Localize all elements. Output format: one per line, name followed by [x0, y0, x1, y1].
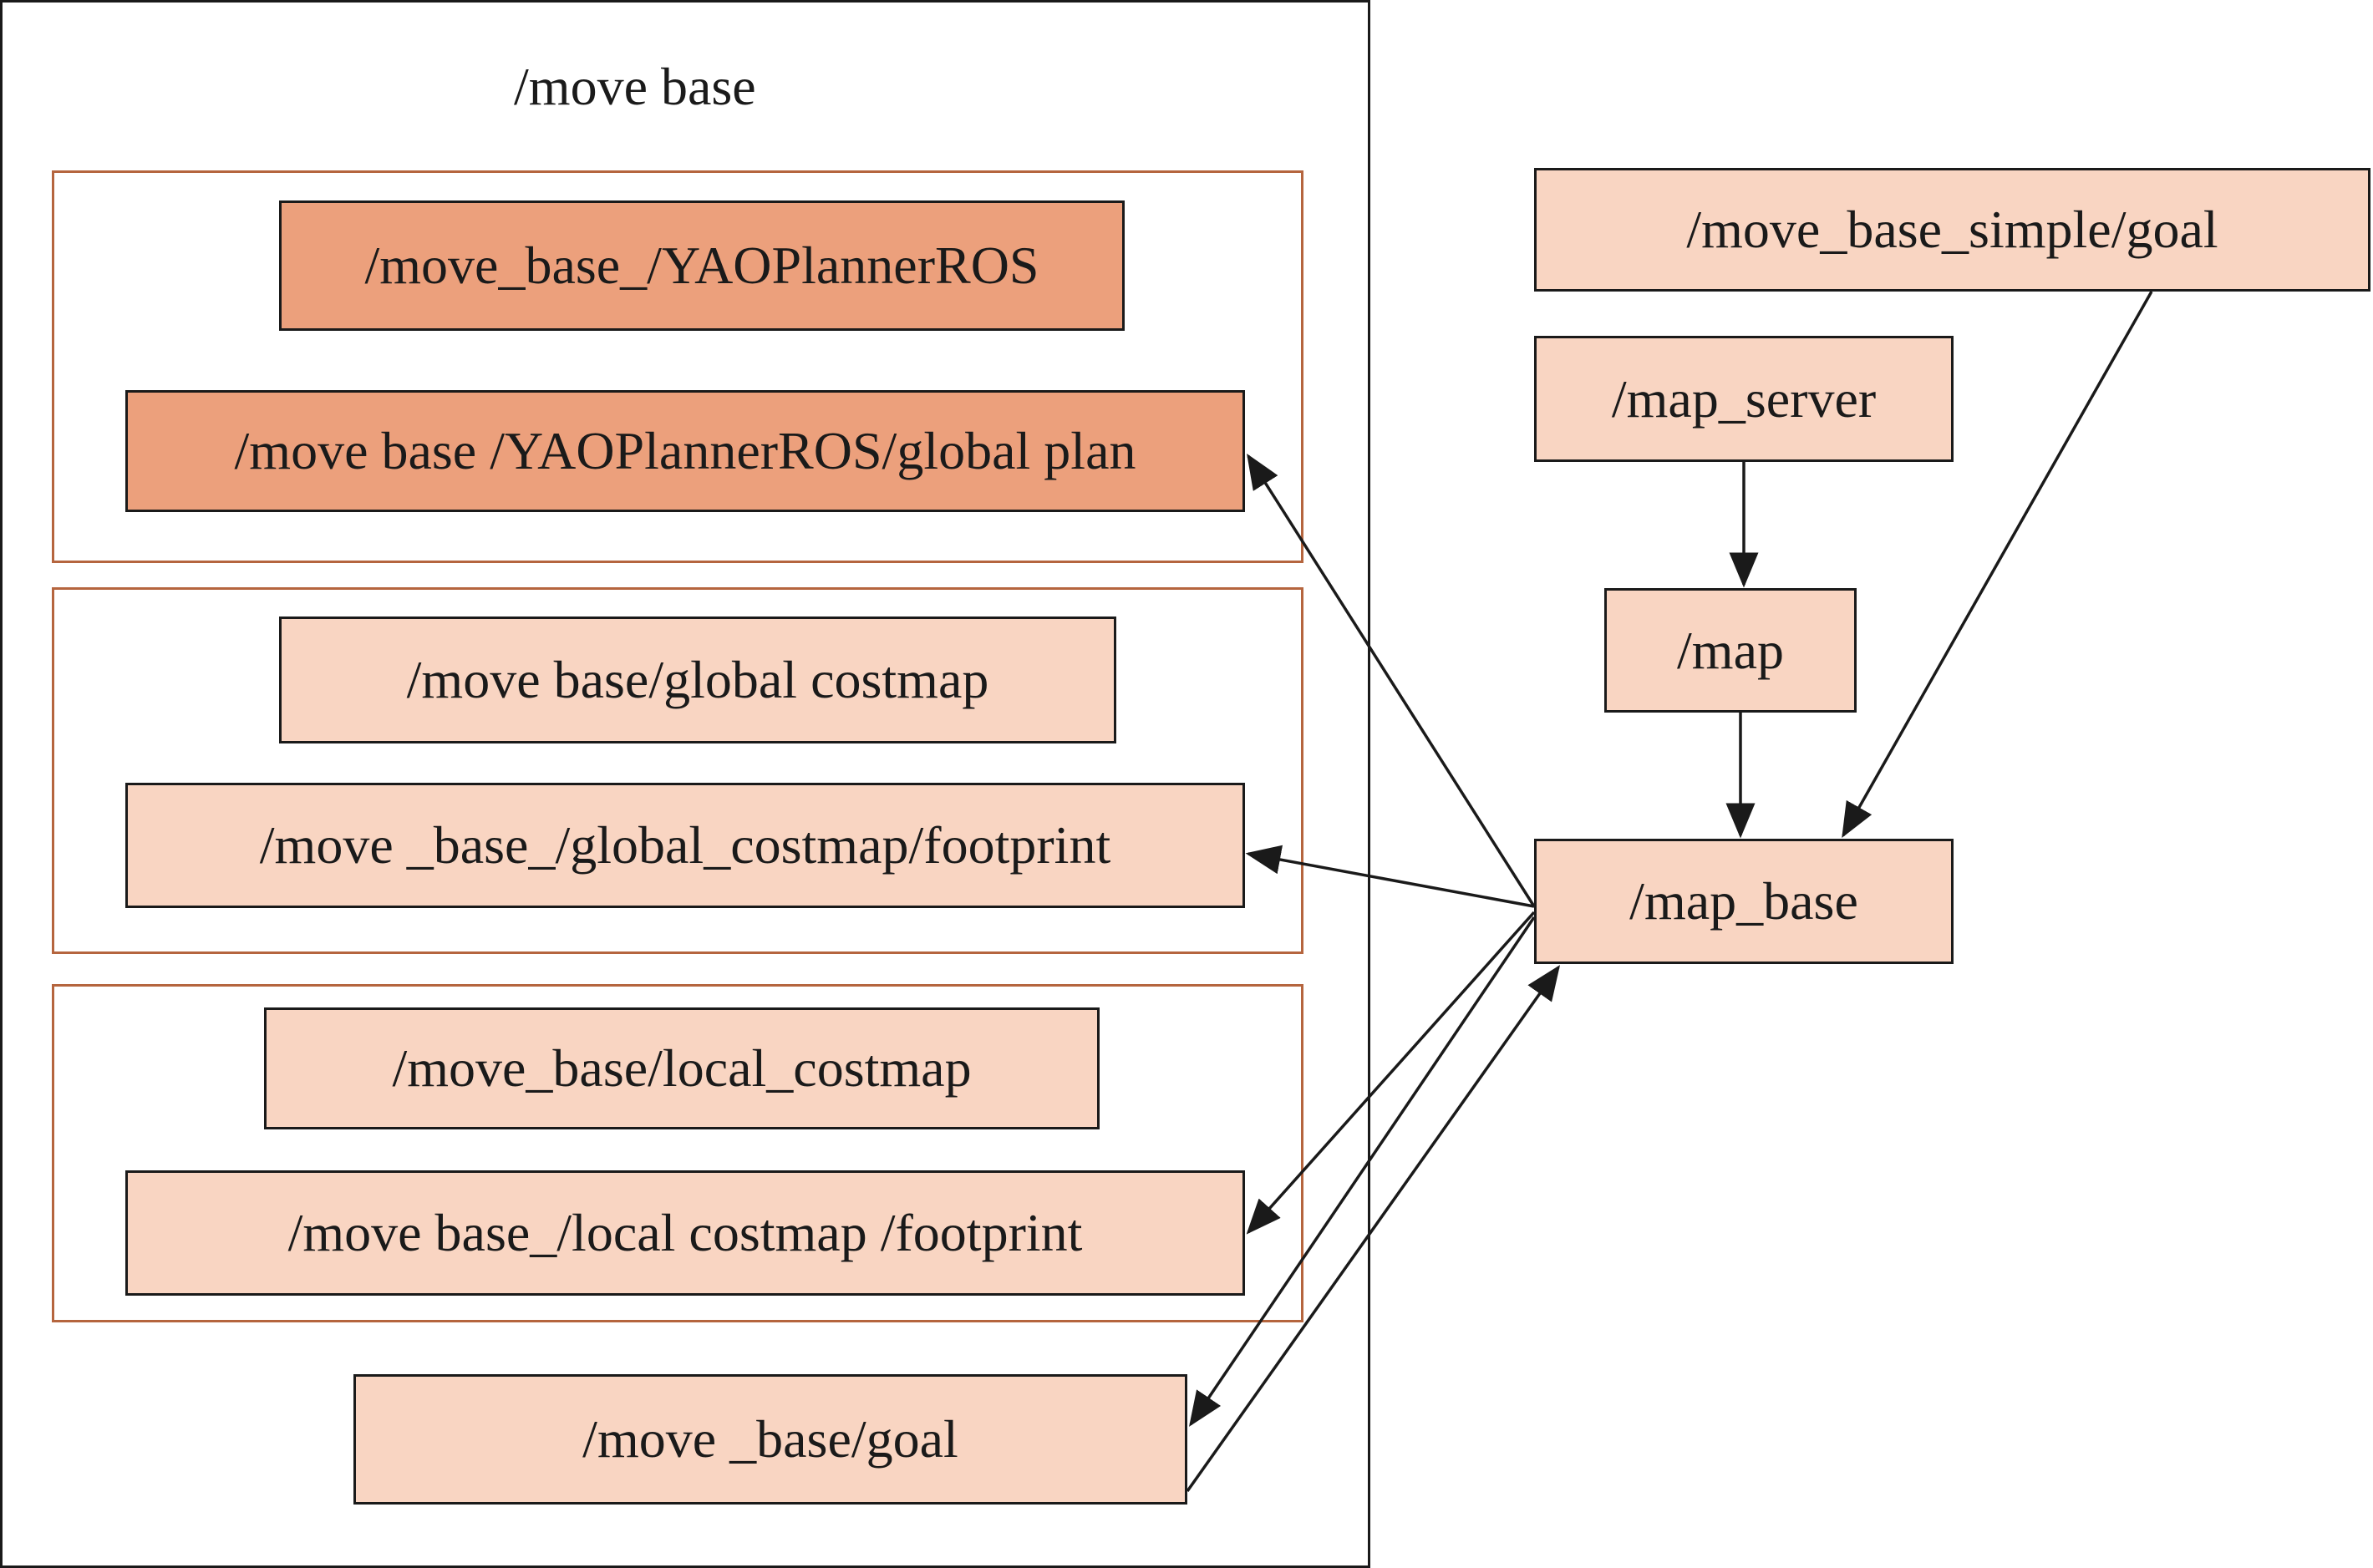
global-costmap-node[interactable]: /move base/global costmap: [279, 617, 1116, 743]
move-base-goal-node[interactable]: /move _base/goal: [353, 1374, 1187, 1505]
planner-group: [52, 170, 1303, 563]
move-base-title: /move base: [514, 57, 756, 116]
local-costmap-node[interactable]: /move_base/local_costmap: [264, 1007, 1100, 1129]
global-plan-node[interactable]: /move base /YAOPlannerROS/global plan: [125, 390, 1245, 512]
map-server-node[interactable]: /map_server: [1534, 336, 1954, 462]
local-costmap-footprint-node[interactable]: /move base_/local costmap /footprint: [125, 1170, 1245, 1296]
global-costmap-footprint-node[interactable]: /move _base_/global_costmap/footprint: [125, 783, 1245, 908]
map-node[interactable]: /map: [1604, 588, 1857, 713]
map-base-node[interactable]: /map_base: [1534, 839, 1954, 964]
yao-planner-node[interactable]: /move_base_/YAOPlannerROS: [279, 200, 1125, 331]
move-base-simple-goal-node[interactable]: /move_base_simple/goal: [1534, 168, 2370, 292]
